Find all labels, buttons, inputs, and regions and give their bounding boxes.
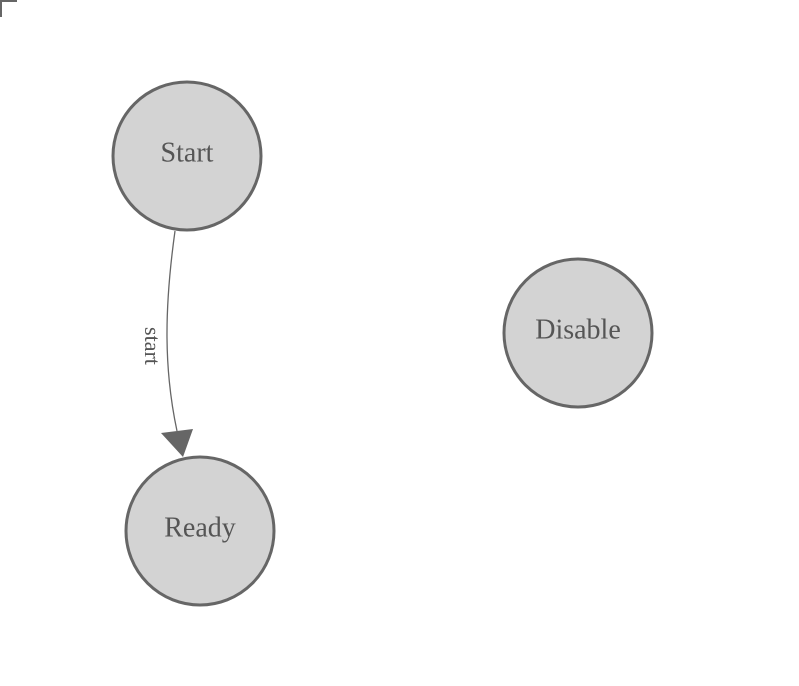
state-circle-disable[interactable] xyxy=(502,257,654,409)
state-circle-start[interactable] xyxy=(111,80,263,232)
transition-label: start xyxy=(140,327,165,365)
transition-arrowhead-icon xyxy=(161,429,193,457)
state-node-start[interactable]: Start xyxy=(111,80,263,232)
state-node-disable[interactable]: Disable xyxy=(502,257,654,409)
transition-path[interactable] xyxy=(166,230,178,432)
canvas-corner-mark xyxy=(0,0,17,17)
state-node-ready[interactable]: Ready xyxy=(124,455,276,607)
state-circle-ready[interactable] xyxy=(124,455,276,607)
transition-start-to-ready[interactable]: start xyxy=(140,230,193,457)
